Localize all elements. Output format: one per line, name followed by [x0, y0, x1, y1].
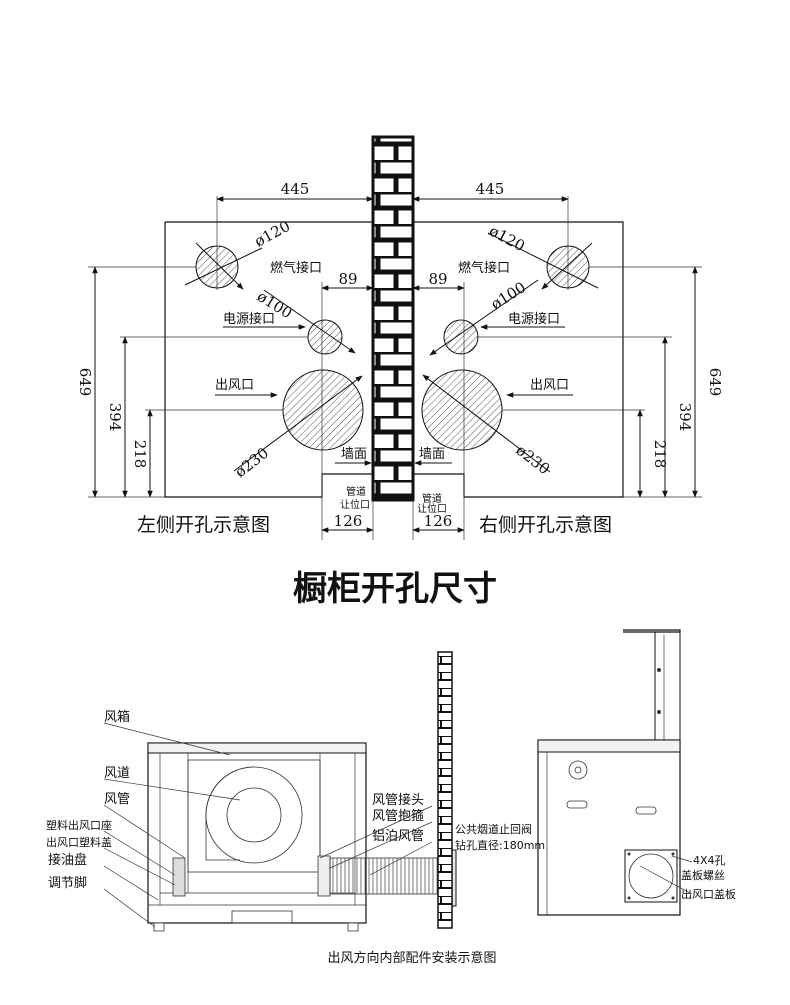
outlet-diameter-right: ø230	[513, 441, 554, 478]
outlet-diameter-leader-left	[233, 375, 363, 472]
label-air-pipe: 风管	[104, 792, 130, 807]
label-pipe-clamp: 风管抱箍	[372, 808, 424, 824]
label-pipe-joint: 风管接头	[372, 792, 424, 808]
hood-leaders	[103, 722, 433, 928]
gas-diameter-leader-right	[541, 242, 593, 290]
right-cabinet-panel	[413, 221, 624, 498]
label-hole-4x4: 4X4孔	[693, 854, 726, 867]
pipe-clear-right-line1: 管道	[422, 492, 442, 505]
wall-label-left: 墙面	[341, 447, 367, 462]
power-label-left: 电源接口	[223, 311, 275, 327]
gas-diameter-line-left	[184, 247, 263, 286]
dim-89-right: 89	[428, 270, 447, 288]
bottom-brick-wall	[437, 651, 453, 929]
outlet-diameter-leader-right	[422, 374, 551, 473]
page-title: 橱柜开孔尺寸	[293, 569, 497, 609]
power-diameter-leader-right	[429, 279, 539, 356]
label-air-duct: 风道	[104, 766, 130, 781]
power-diameter-right: ø100	[488, 278, 529, 313]
gas-diameter-right: ø120	[486, 222, 528, 256]
power-label-right: 电源接口	[508, 311, 560, 327]
left-caption: 左侧开孔示意图	[137, 514, 270, 536]
label-plastic-cover: 出风口塑料盖	[46, 835, 112, 849]
bottom-caption: 出风方向内部配件安装示意图	[327, 950, 496, 966]
label-foil-pipe: 铝泊风管	[372, 829, 424, 844]
power-diameter-leader-left	[263, 289, 356, 354]
gas-diameter-line-right	[487, 232, 599, 289]
label-fan-box: 风箱	[104, 709, 130, 725]
outlet-label-left: 出风口	[215, 378, 254, 393]
dim-126-left: 126	[334, 512, 363, 530]
dim-445-right: 445	[476, 180, 505, 198]
gas-label-left: 燃气接口	[270, 260, 322, 276]
label-cover-screw: 盖板螺丝	[681, 868, 725, 882]
label-oil-tray: 接油盘	[48, 852, 87, 868]
dim-218-right: 218	[651, 440, 669, 469]
label-outlet-cover: 出风口盖板	[681, 887, 736, 901]
dim-445-left: 445	[281, 180, 310, 198]
right-caption: 右侧开孔示意图	[479, 514, 612, 536]
outlet-label-right: 出风口	[530, 378, 569, 393]
hole-centerlines	[216, 196, 569, 540]
label-flue-line2: 钻孔直径:180mm	[455, 838, 545, 852]
dim-394-right: 394	[676, 403, 694, 432]
left-power-hole	[307, 319, 343, 355]
dim-394-left: 394	[106, 403, 124, 432]
pipe-clear-left-line2: 让位口	[340, 498, 370, 511]
left-outlet-hole	[282, 369, 364, 451]
gas-label-right: 燃气接口	[458, 260, 510, 276]
dim-649-right: 649	[706, 368, 724, 397]
dim-89-left: 89	[338, 270, 357, 288]
wall-label-right: 墙面	[419, 447, 445, 462]
dim-126-right: 126	[424, 512, 453, 530]
dim-649-left: 649	[76, 368, 94, 397]
hood-side-view	[537, 629, 693, 916]
pipe-clear-left-line1: 管道	[346, 485, 366, 498]
label-adjust-foot: 调节脚	[48, 875, 87, 891]
gas-diameter-leader-left	[195, 242, 244, 290]
label-plastic-seat: 塑料出风口座	[46, 818, 112, 832]
right-outlet-hole	[421, 369, 503, 451]
outlet-diameter-left: ø230	[231, 444, 272, 481]
dim-218-left: 218	[131, 440, 149, 469]
pipe-clear-right-line2: 让位口	[417, 502, 447, 515]
label-flue-line1: 公共烟道止回阀	[455, 822, 532, 836]
brick-wall	[371, 135, 415, 502]
